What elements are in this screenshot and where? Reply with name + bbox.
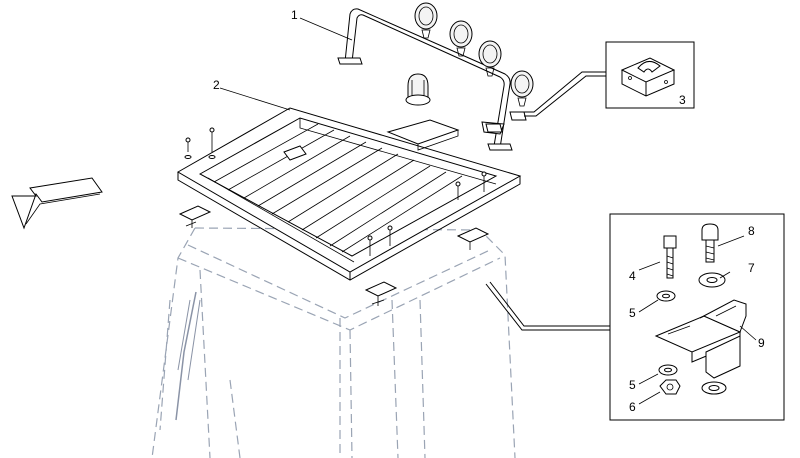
clamp-brackets (485, 111, 527, 133)
callout-6: 6 (629, 400, 636, 414)
rack-fasteners (178, 127, 490, 306)
arrow-left-down-icon (11, 177, 103, 230)
cab-wiper-mark (175, 291, 201, 421)
rotating-beacon-icon (405, 73, 431, 106)
callout-8: 8 (748, 224, 755, 238)
callout-3: 3 (679, 93, 686, 107)
callout-1: 1 (291, 8, 298, 22)
callout-2: 2 (213, 78, 220, 92)
callout-5-upper: 5 (629, 306, 636, 320)
callout-7: 7 (748, 261, 755, 275)
roof-rack-frame (176, 107, 522, 281)
leader-lines (219, 17, 757, 405)
detail-box-clamp (524, 41, 695, 117)
detail-box-mount (485, 213, 785, 421)
callout-4: 4 (629, 269, 636, 283)
callout-9: 9 (758, 336, 765, 350)
callout-5-lower: 5 (629, 378, 636, 392)
cab-phantom-outline (151, 227, 516, 458)
work-lamp-icon (414, 2, 534, 107)
